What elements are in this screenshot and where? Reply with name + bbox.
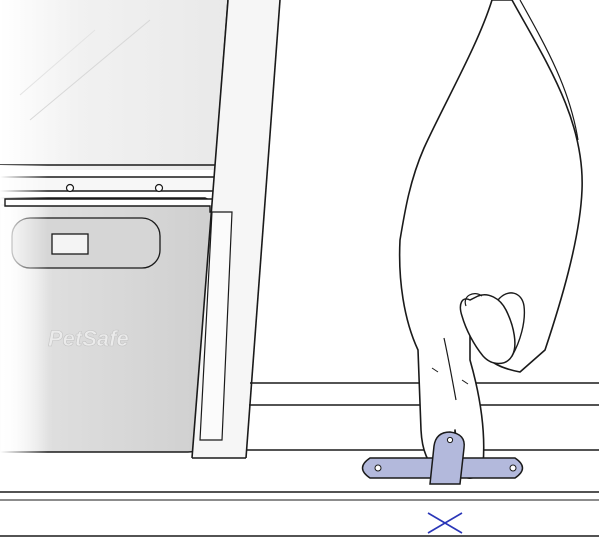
screw-icon [156, 185, 163, 192]
hand-illustration [400, 0, 583, 478]
screw-hole-icon [375, 465, 381, 471]
floor-bracket [363, 432, 523, 484]
brand-logo-text: PetSafe [48, 326, 129, 351]
screw-icon [67, 185, 74, 192]
pet-door-flap: PetSafe [0, 165, 214, 465]
x-mark-icon [428, 513, 462, 533]
screw-hole-icon [510, 465, 516, 471]
wall-panel [0, 0, 228, 170]
